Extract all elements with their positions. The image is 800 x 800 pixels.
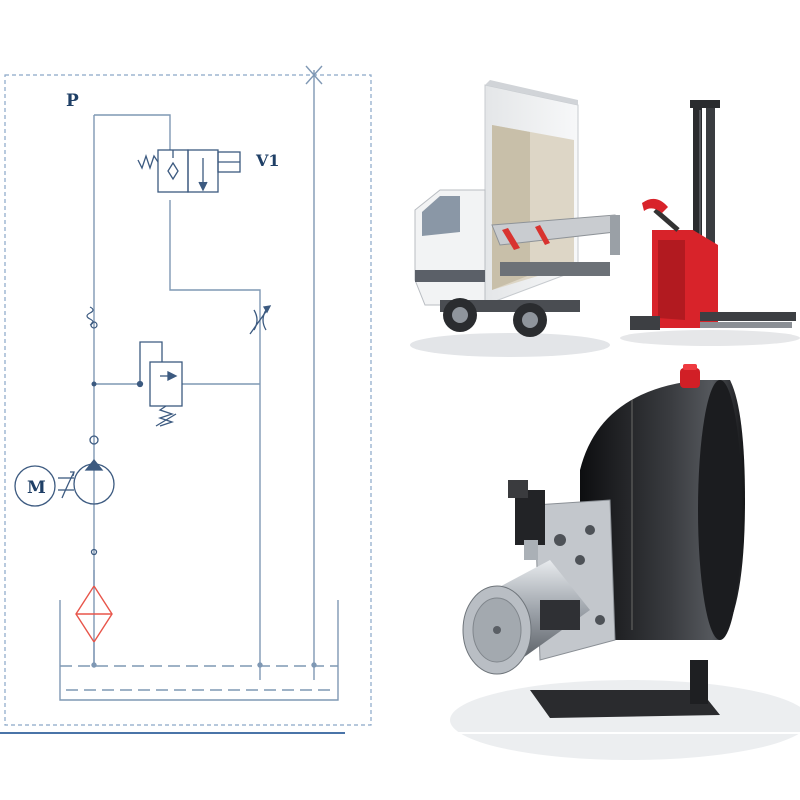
pressure-lines	[93, 70, 315, 680]
pump	[58, 435, 115, 556]
electric-pallet-stacker	[620, 100, 800, 346]
throttle-valve-icon	[249, 305, 272, 335]
hydraulic-power-unit	[450, 364, 800, 760]
valve-label-v1: V1	[255, 151, 280, 170]
reservoir-tank	[59, 600, 339, 701]
motor-label: M	[27, 478, 46, 498]
check-valve-icon	[86, 306, 98, 329]
schematic-border	[4, 74, 372, 726]
pressure-port-label: P	[66, 91, 79, 111]
hydraulic-schematic: P V1	[0, 65, 372, 734]
application-photos	[410, 80, 800, 760]
line-end-x-icon	[305, 65, 323, 85]
solenoid-valve-v1	[137, 149, 241, 193]
junction-dot	[91, 381, 97, 387]
relief-valve	[136, 341, 183, 427]
filter-icon	[75, 570, 113, 665]
box-truck-with-tail-lift	[410, 80, 620, 357]
motor: M	[14, 465, 56, 507]
